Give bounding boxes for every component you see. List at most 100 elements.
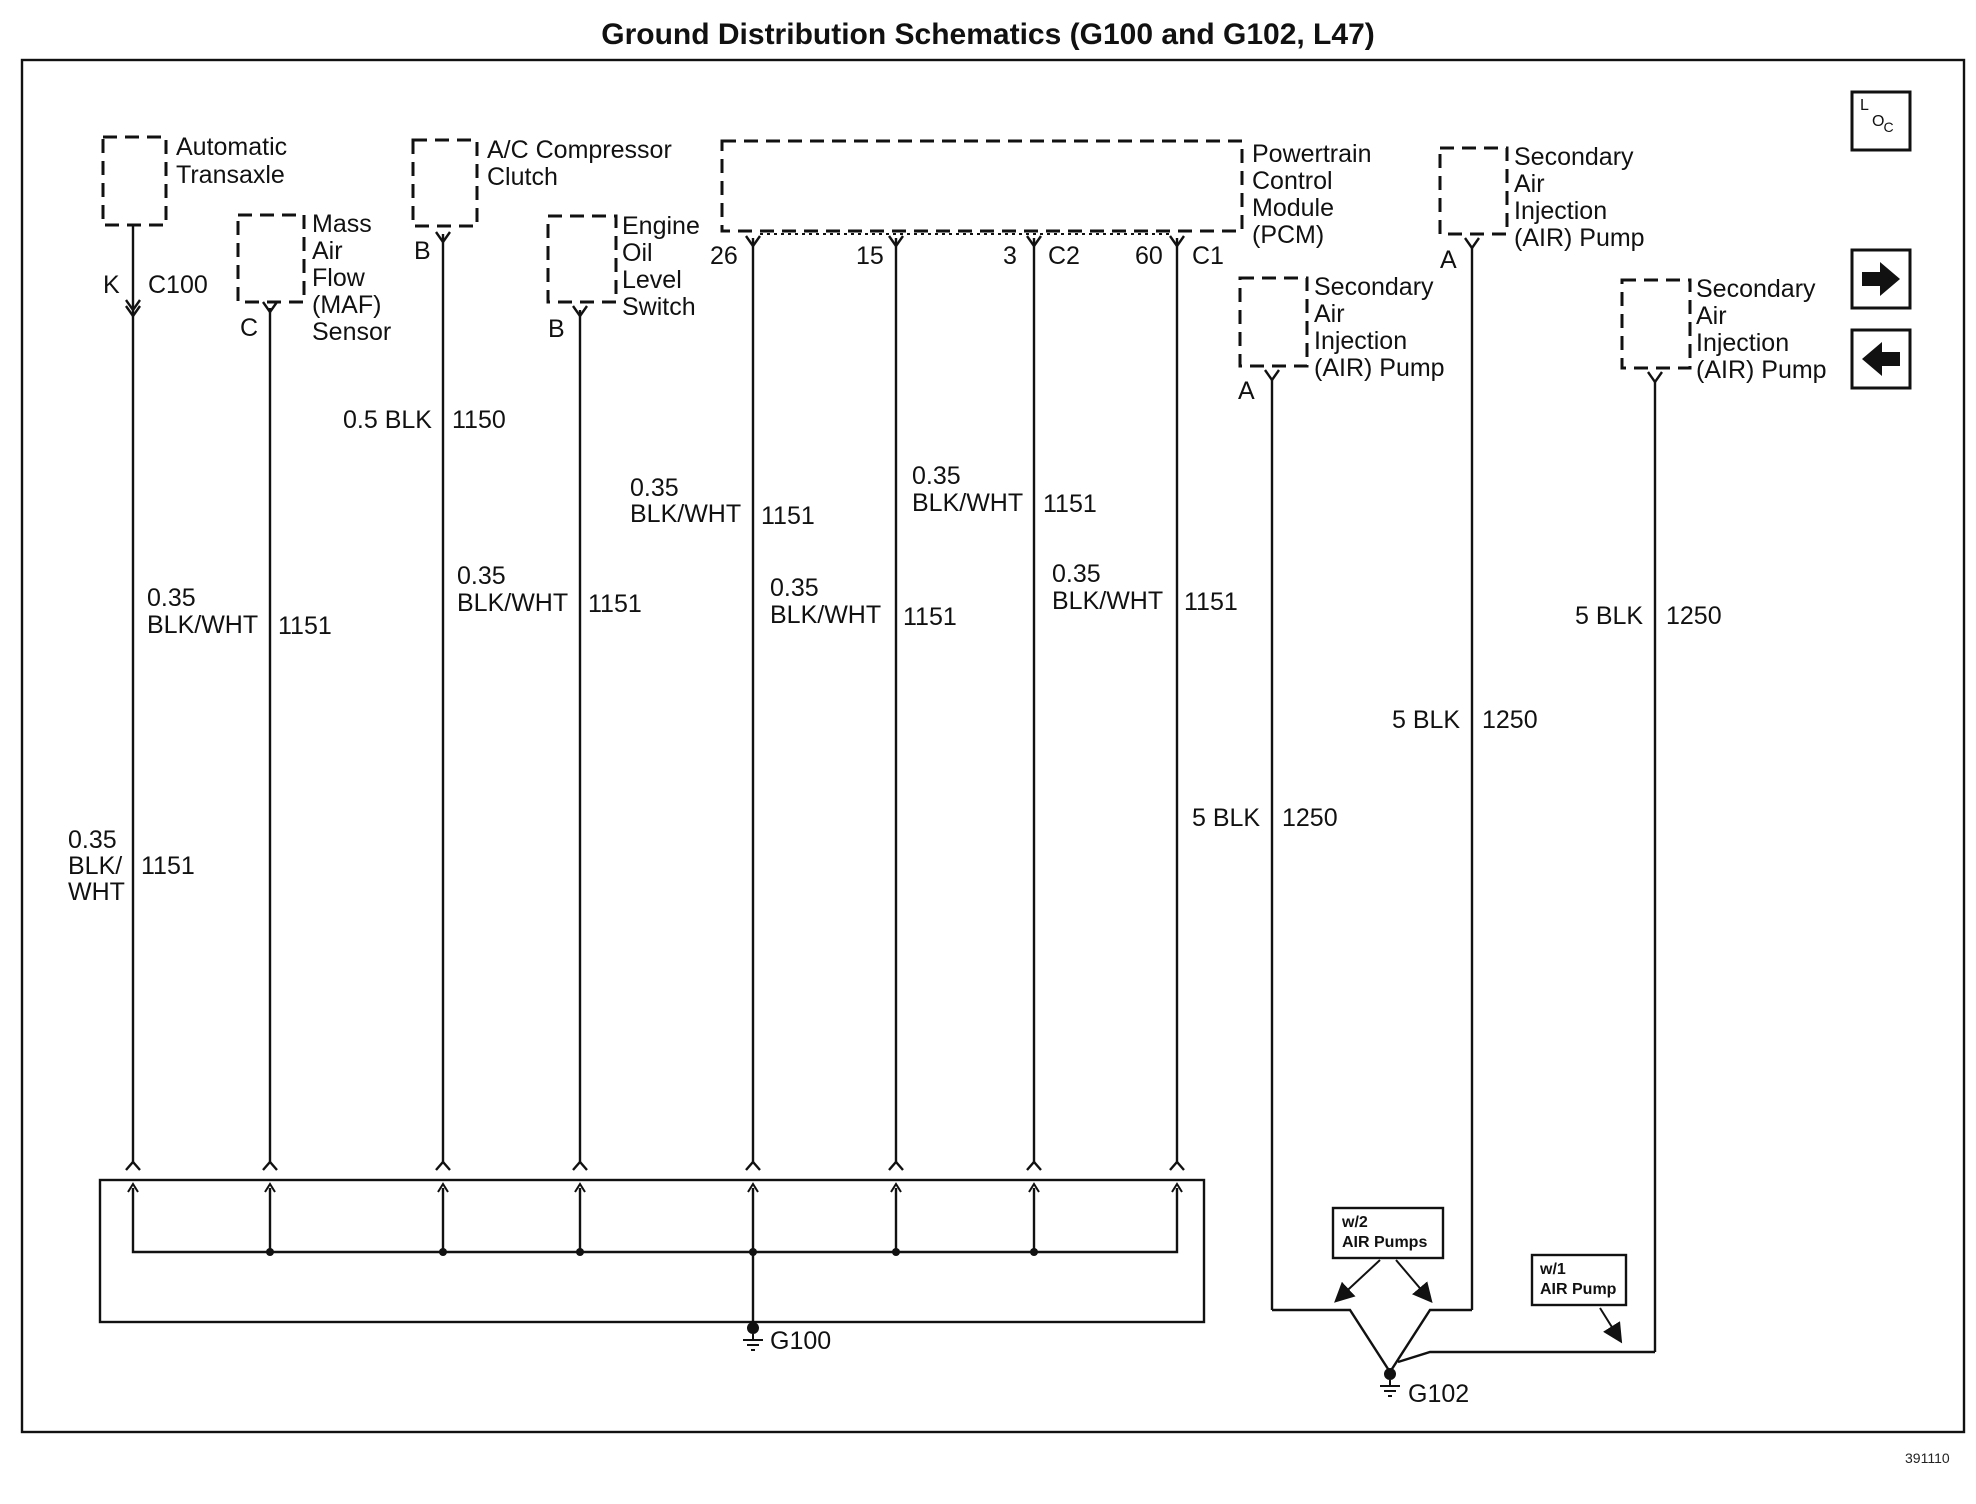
air2-label-l2: Air bbox=[1514, 170, 1545, 198]
wire-air2-color: 5 BLK bbox=[1392, 706, 1460, 734]
air-pump-box-2 bbox=[1438, 146, 1509, 236]
diagram-title: Ground Distribution Schematics (G100 and… bbox=[601, 18, 1375, 51]
pcm-box bbox=[720, 139, 1244, 233]
wire-pcm3-circuit: 1151 bbox=[1043, 490, 1097, 518]
wire-maf-gauge: 0.35 bbox=[147, 584, 196, 612]
previous-page-button[interactable] bbox=[1850, 328, 1912, 390]
figure-number: 391110 bbox=[1905, 1450, 1950, 1466]
pin-26-label: 26 bbox=[710, 242, 738, 270]
air3-label-l1: Secondary bbox=[1696, 275, 1816, 303]
option-w1-l1: w/1 bbox=[1539, 1261, 1566, 1278]
wire-pcm26-gauge: 0.35 bbox=[630, 474, 679, 502]
pin-a-air2-label: A bbox=[1440, 246, 1457, 274]
pin-b-eol-label: B bbox=[548, 315, 565, 343]
wire-eol-color: BLK/WHT bbox=[457, 589, 568, 617]
option-w2-arrow-right bbox=[1395, 1259, 1433, 1304]
option-w2-l2: AIR Pumps bbox=[1342, 1234, 1427, 1251]
connector-markers-bottom bbox=[125, 1160, 1185, 1171]
splice-bus bbox=[131, 1188, 1179, 1325]
air-pump-box-1 bbox=[1238, 276, 1309, 368]
ac-label-l1: A/C Compressor bbox=[487, 136, 672, 164]
wire-pcm60-color: BLK/WHT bbox=[1052, 587, 1163, 615]
pcm-label-l3: Module bbox=[1252, 194, 1334, 222]
maf-label-l5: Sensor bbox=[312, 318, 391, 346]
arrow-left-icon bbox=[1862, 342, 1900, 376]
ground-g100-label: G100 bbox=[770, 1327, 831, 1355]
connector-c100-label: C100 bbox=[148, 271, 208, 299]
wire-air3-color: 5 BLK bbox=[1575, 602, 1643, 630]
pin-b-ac-label: B bbox=[414, 237, 431, 265]
transaxle-box bbox=[101, 135, 168, 227]
wire-air3-circuit: 1250 bbox=[1666, 602, 1722, 630]
splice-dots bbox=[266, 1248, 1038, 1256]
connector-c1-label: C1 bbox=[1192, 242, 1224, 270]
location-view-button[interactable]: L OC bbox=[1850, 90, 1912, 152]
wire-maf-circuit: 1151 bbox=[278, 612, 332, 640]
air1-label-l3: Injection bbox=[1314, 327, 1407, 355]
loc-bottom-text: OC bbox=[1872, 113, 1894, 135]
arrow-right-icon bbox=[1862, 262, 1900, 296]
wire-eol-gauge: 0.35 bbox=[457, 562, 506, 590]
maf-label-l2: Air bbox=[312, 237, 343, 265]
maf-label-l3: Flow bbox=[312, 264, 366, 292]
ground-splice-box bbox=[98, 1178, 1206, 1324]
wire-transaxle-color-l2: WHT bbox=[68, 878, 125, 906]
eol-label-l3: Level bbox=[622, 266, 682, 294]
wire-pcm26-color: BLK/WHT bbox=[630, 500, 741, 528]
next-page-button[interactable] bbox=[1850, 248, 1912, 310]
wire-ac-circuit: 1150 bbox=[452, 406, 506, 434]
wire-ac-color: 0.5 BLK bbox=[343, 406, 432, 434]
wire-pcm15-color: BLK/WHT bbox=[770, 601, 881, 629]
ground-g102-icon bbox=[1380, 1368, 1400, 1397]
pcm-label-l1: Powertrain bbox=[1252, 140, 1372, 168]
pin-3-label: 3 bbox=[1003, 242, 1017, 270]
wire-air1-circuit: 1250 bbox=[1282, 804, 1338, 832]
air3-label-l2: Air bbox=[1696, 302, 1727, 330]
option-w2-arrow-left bbox=[1334, 1259, 1381, 1303]
wire-pcm26-circuit: 1151 bbox=[761, 502, 815, 530]
maf-sensor-box bbox=[236, 213, 306, 304]
ac-label-l2: Clutch bbox=[487, 163, 558, 191]
air3-label-l4: (AIR) Pump bbox=[1696, 356, 1827, 384]
wire-transaxle-gauge: 0.35 bbox=[68, 826, 117, 854]
wire-transaxle-circuit: 1151 bbox=[141, 852, 195, 880]
g102-harness bbox=[1272, 1308, 1655, 1375]
pin-15-label: 15 bbox=[856, 242, 884, 270]
pin-c-label: C bbox=[240, 314, 258, 342]
air1-label-l2: Air bbox=[1314, 300, 1345, 328]
wire-pcm15-circuit: 1151 bbox=[903, 603, 957, 631]
diagram-border bbox=[20, 58, 1966, 1434]
eol-label-l1: Engine bbox=[622, 212, 700, 240]
wire-air2-circuit: 1250 bbox=[1482, 706, 1538, 734]
transaxle-label-l2: Transaxle bbox=[176, 161, 285, 189]
air2-label-l4: (AIR) Pump bbox=[1514, 224, 1645, 252]
eol-label-l4: Switch bbox=[622, 293, 696, 321]
wire-maf-color: BLK/WHT bbox=[147, 611, 258, 639]
pcm-label-l4: (PCM) bbox=[1252, 221, 1324, 249]
ac-clutch-box bbox=[411, 138, 479, 228]
air-pump-box-3 bbox=[1620, 278, 1692, 370]
option-w2-l1: w/2 bbox=[1341, 1214, 1368, 1231]
connector-c2-label: C2 bbox=[1048, 242, 1080, 270]
pin-k-label: K bbox=[103, 271, 120, 299]
wire-pcm3-gauge: 0.35 bbox=[912, 462, 961, 490]
wire-transaxle-color-l1: BLK/ bbox=[68, 852, 122, 880]
eol-label-l2: Oil bbox=[622, 239, 653, 267]
air2-label-l3: Injection bbox=[1514, 197, 1607, 225]
air1-label-l4: (AIR) Pump bbox=[1314, 354, 1445, 382]
oil-level-switch-box bbox=[546, 214, 618, 304]
option-w1-box bbox=[1530, 1253, 1628, 1307]
wire-air1-color: 5 BLK bbox=[1192, 804, 1260, 832]
option-w1-l2: AIR Pump bbox=[1540, 1281, 1617, 1298]
pin-60-label: 60 bbox=[1135, 242, 1163, 270]
wire-pcm15-gauge: 0.35 bbox=[770, 574, 819, 602]
loc-top-text: L bbox=[1860, 97, 1869, 114]
pcm-label-l2: Control bbox=[1252, 167, 1333, 195]
splice-arrows bbox=[127, 1182, 1183, 1193]
transaxle-label-l1: Automatic bbox=[176, 133, 287, 161]
pin-a-air1-label: A bbox=[1238, 377, 1255, 405]
air2-label-l1: Secondary bbox=[1514, 143, 1634, 171]
ground-g102-label: G102 bbox=[1408, 1380, 1469, 1408]
air3-label-l3: Injection bbox=[1696, 329, 1789, 357]
